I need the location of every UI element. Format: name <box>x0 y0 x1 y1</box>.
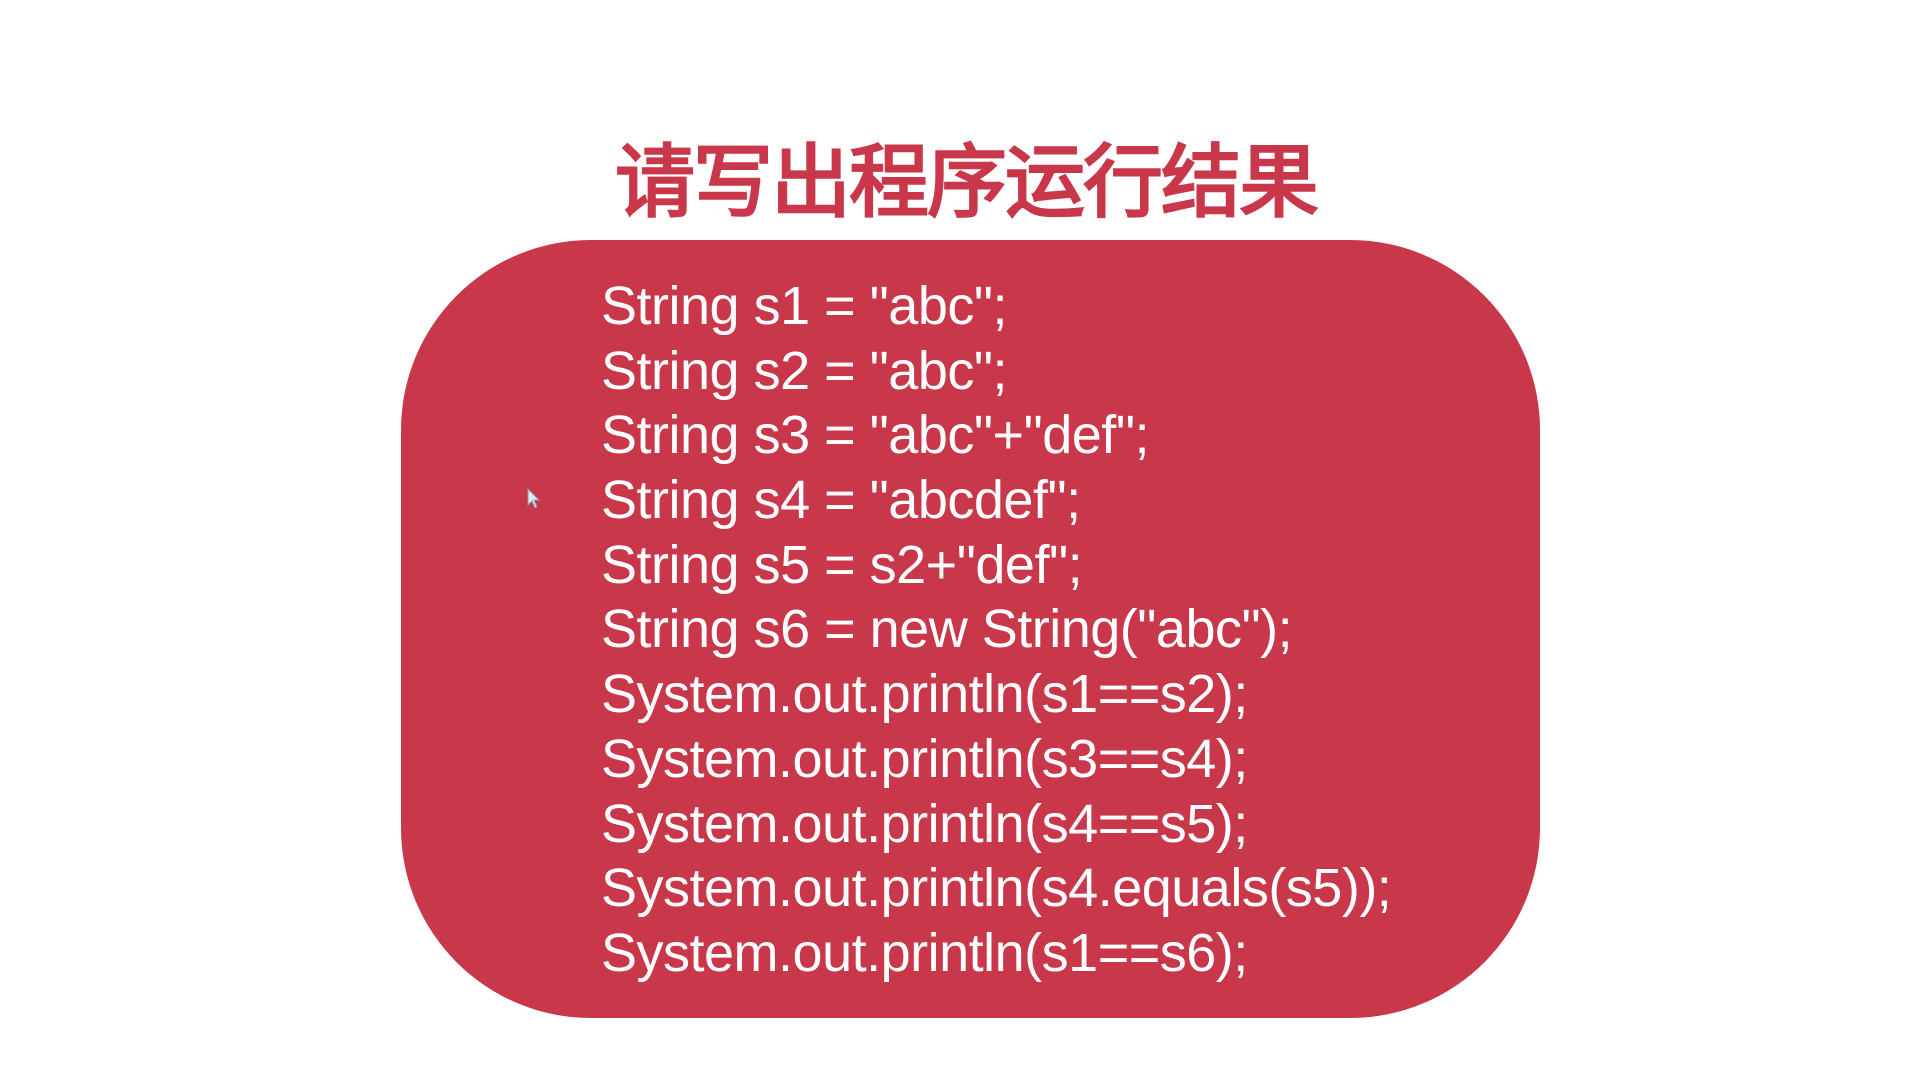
code-line: String s6 = new String("abc"); <box>601 599 1293 660</box>
code-line: String s3 = "abc"+"def"; <box>601 405 1150 466</box>
code-line: System.out.println(s4.equals(s5)); <box>601 858 1392 919</box>
slide-title: 请写出程序运行结果 <box>615 136 1319 229</box>
code-line: String s1 = "abc"; <box>601 276 1008 336</box>
code-line: System.out.println(s4==s5); <box>601 793 1248 854</box>
mouse-pointer-icon <box>527 488 541 509</box>
code-line: String s5 = s2+"def"; <box>601 534 1083 595</box>
code-line: System.out.println(s1==s6); <box>601 922 1248 983</box>
code-block: String s1 = "abc"; String s2 = "abc"; St… <box>601 274 1392 986</box>
code-line: System.out.println(s1==s2); <box>601 664 1248 725</box>
code-panel <box>401 240 1540 1018</box>
code-line: String s2 = "abc"; <box>601 340 1008 401</box>
code-line: System.out.println(s3==s4); <box>601 728 1248 789</box>
code-line: String s4 = "abcdef"; <box>601 470 1081 531</box>
